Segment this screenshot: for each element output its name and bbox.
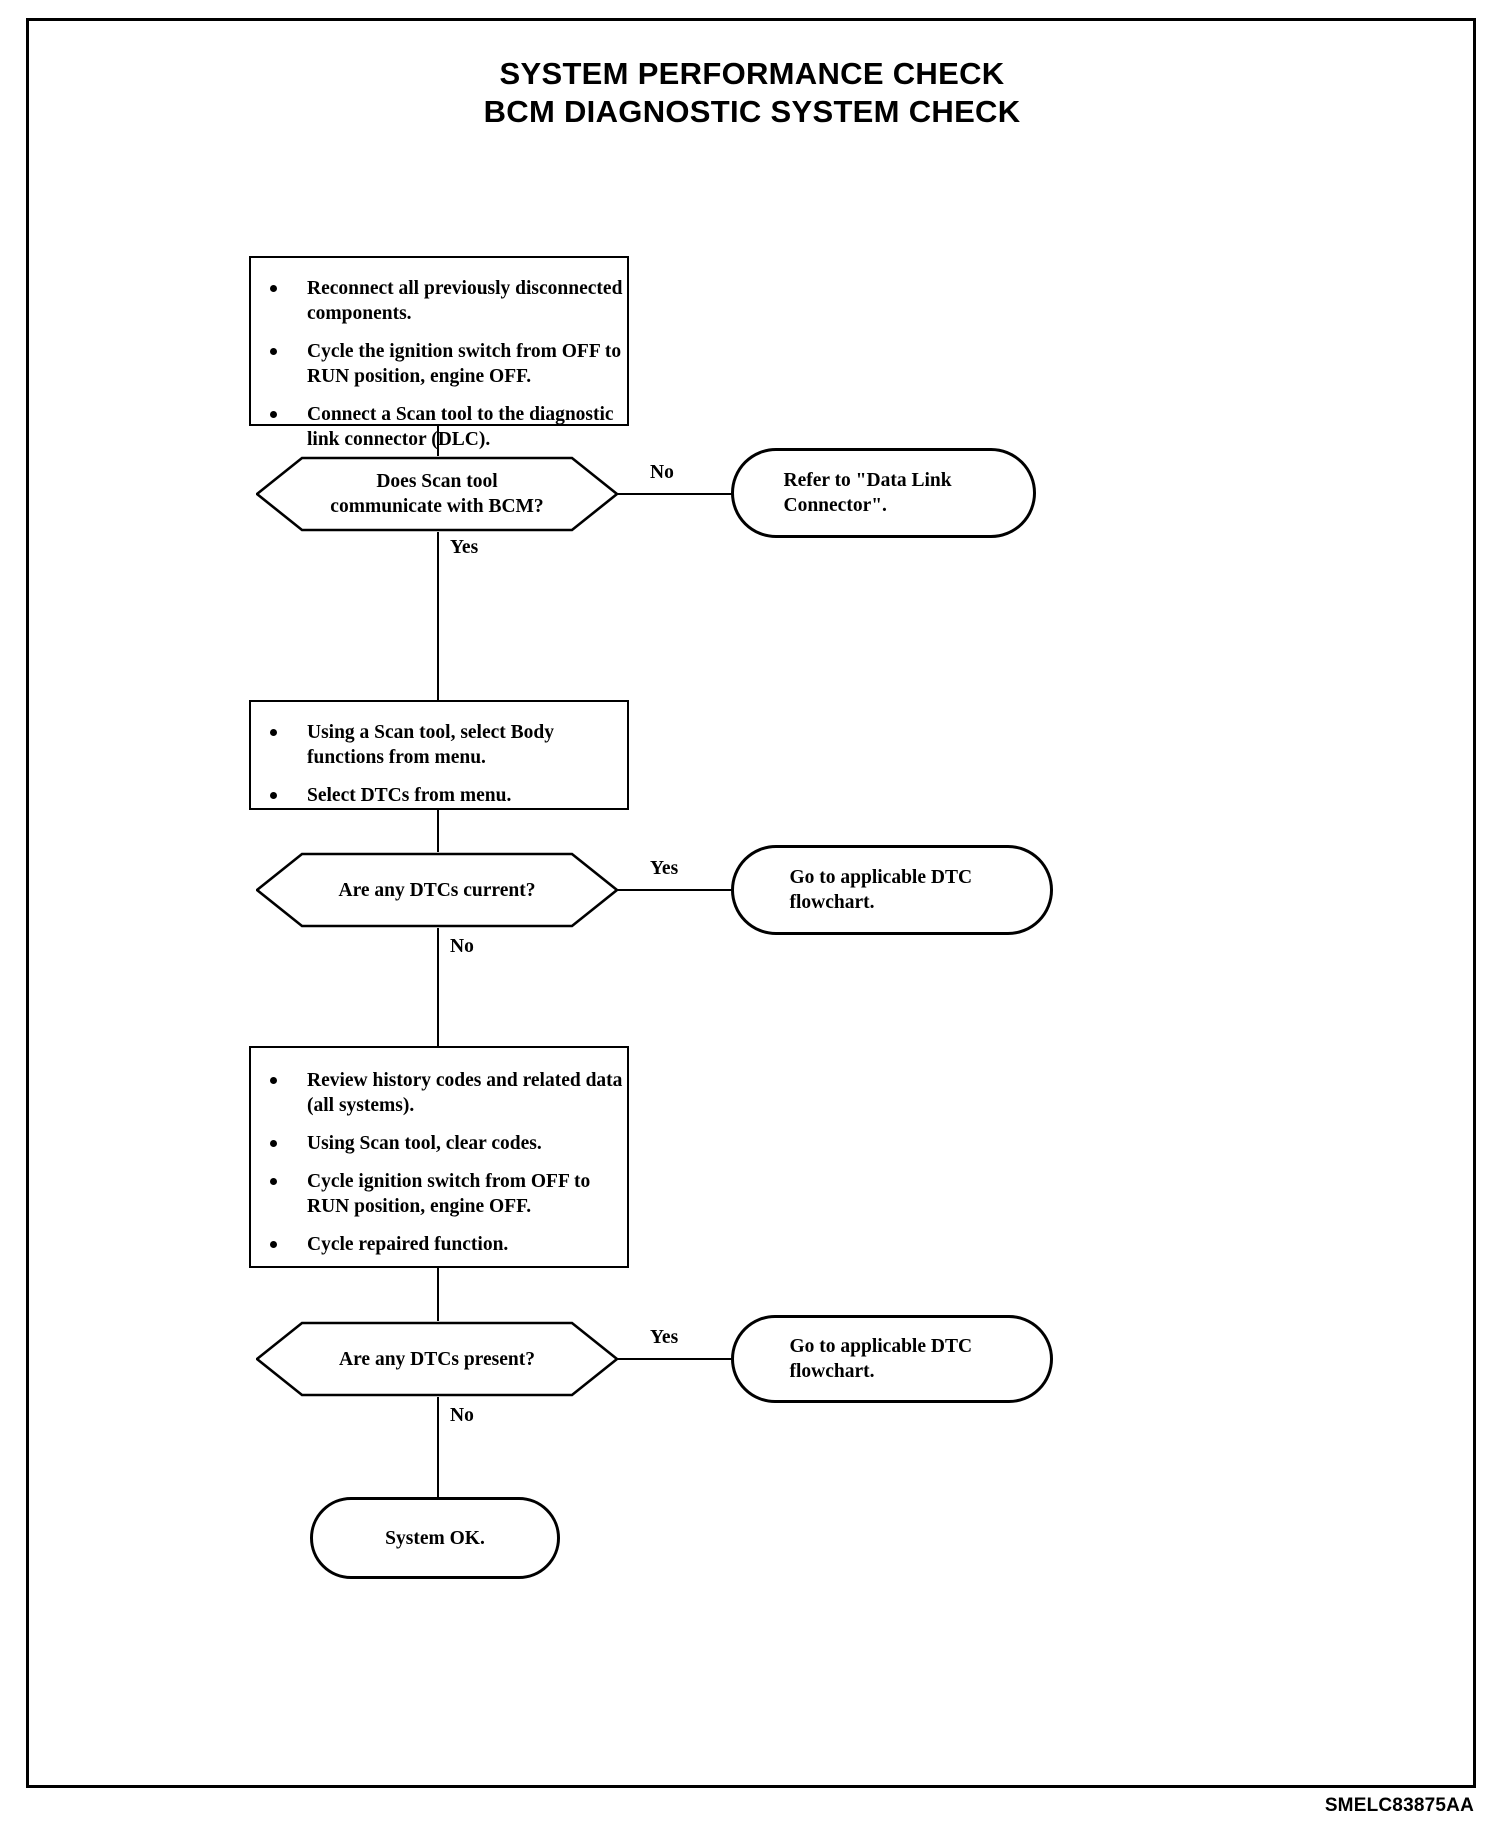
decision-node-scan-tool-communicates: Does Scan tool communicate with BCM? [256,456,618,532]
decision-label: Does Scan tool communicate with BCM? [330,471,544,517]
terminator-system-ok: System OK. [310,1497,560,1579]
list-item: Reconnect all previously disconnected co… [251,276,627,326]
title-line-1: SYSTEM PERFORMANCE CHECK [499,56,1005,91]
process-box-step2: Using a Scan tool, select Body functions… [249,700,629,810]
connector-decision3-no [437,1397,439,1497]
edge-label-no-3: No [450,1405,474,1426]
list-item: Cycle repaired function. [251,1232,627,1257]
connector-decision2-no [437,928,439,1046]
step3-bullet-list: Review history codes and related data (a… [251,1048,627,1257]
connector-step3-to-decision3 [437,1268,439,1321]
decision-node-dtcs-present: Are any DTCs present? [256,1321,618,1397]
terminator-text: Refer to "Data Link Connector". [783,470,952,516]
list-item: Cycle ignition switch from OFF to RUN po… [251,1169,627,1219]
connector-decision3-yes [617,1358,733,1360]
step2-bullet-list: Using a Scan tool, select Body functions… [251,702,627,808]
decision-node-dtcs-current: Are any DTCs current? [256,852,618,928]
list-item: Connect a Scan tool to the diagnostic li… [251,402,627,452]
step1-bullet-list: Reconnect all previously disconnected co… [251,258,627,452]
decision-label: Are any DTCs present? [339,1348,535,1370]
title-line-2: BCM DIAGNOSTIC SYSTEM CHECK [483,94,1021,129]
terminator-goto-dtc-flowchart-2: Go to applicable DTC flowchart. [731,1315,1053,1403]
decision-label: Are any DTCs current? [338,879,536,901]
list-item: Using a Scan tool, select Body functions… [251,720,627,770]
list-item: Cycle the ignition switch from OFF to RU… [251,339,627,389]
terminator-goto-dtc-flowchart-1: Go to applicable DTC flowchart. [731,845,1053,935]
edge-label-yes-1: Yes [450,537,479,558]
process-box-step3: Review history codes and related data (a… [249,1046,629,1268]
list-item: Select DTCs from menu. [251,783,627,808]
connector-decision1-no [617,493,733,495]
page-title: SYSTEM PERFORMANCE CHECK BCM DIAGNOSTIC … [0,55,1504,131]
page-border [26,18,1476,1788]
edge-label-no-1: No [650,462,674,483]
edge-label-yes-3: Yes [650,1327,679,1348]
connector-step1-to-decision1 [437,426,439,456]
terminator-text: System OK. [385,1527,485,1549]
terminator-refer-data-link-connector: Refer to "Data Link Connector". [731,448,1036,538]
connector-step2-to-decision2 [437,810,439,852]
list-item: Review history codes and related data (a… [251,1068,627,1118]
list-item: Using Scan tool, clear codes. [251,1131,627,1156]
process-box-step1: Reconnect all previously disconnected co… [249,256,629,450]
connector-decision1-yes [437,532,439,700]
connector-decision2-yes [617,889,733,891]
figure-code: SMELC83875AA [1324,1795,1474,1816]
edge-label-yes-2: Yes [650,858,679,879]
terminator-text: Go to applicable DTC flowchart. [789,1336,973,1382]
edge-label-no-2b: No [450,936,474,957]
terminator-text: Go to applicable DTC flowchart. [789,867,973,913]
